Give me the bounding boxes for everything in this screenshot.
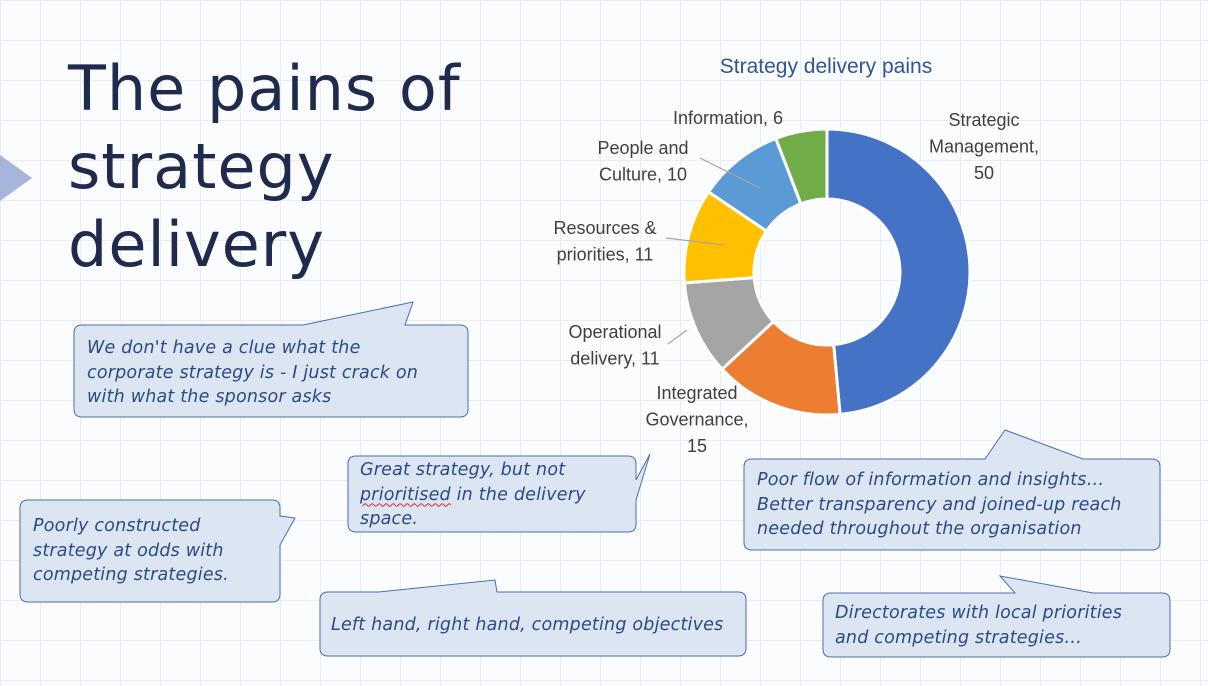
callout-great-line-2: prioritised in the delivery — [360, 483, 586, 508]
callout-flow-line-2: Better transparency and joined-up reach — [757, 494, 1122, 515]
callout-poorly-line-1: Poorly constructed — [33, 516, 201, 536]
data-label-information: Information, 6 — [673, 108, 783, 128]
callout-flow: Poor flow of information and insights… B… — [757, 468, 1122, 542]
callout-left: Left hand, right hand, competing objecti… — [331, 613, 723, 638]
callout-great: Great strategy, but not prioritised in t… — [360, 458, 586, 532]
callout-poorly-line-2: strategy at odds with — [33, 540, 224, 561]
callout-poorly: Poorly constructed strategy at odds with… — [33, 514, 229, 588]
callout-directorates-line-2: and competing strategies… — [835, 627, 1083, 648]
callout-clue-line-3: with what the sponsor asks — [87, 387, 332, 407]
data-label-resources-priorities: Resources &priorities, 11 — [553, 218, 656, 265]
slice-information — [773, 127, 829, 206]
callout-directorates: Directorates with local priorities and c… — [835, 601, 1122, 650]
callout-flow-line-1: Poor flow of information and insights… — [757, 470, 1105, 490]
spellcheck-underlined-word: prioritised — [360, 484, 451, 505]
title-line-2: strategy — [68, 130, 335, 203]
slide-arrow-decoration — [0, 142, 32, 214]
slice-strategic-management — [825, 127, 972, 417]
title-line-1: The pains of — [68, 52, 461, 125]
callout-clue-line-1: We don't have a clue what the — [87, 338, 361, 358]
chart-title: Strategy delivery pains — [720, 55, 932, 78]
callout-great-line-3: space. — [360, 509, 419, 529]
slide-title: The pains of strategy delivery — [68, 50, 461, 284]
callout-great-line-1: Great strategy, but not — [360, 460, 566, 480]
title-line-3: delivery — [68, 208, 325, 281]
callout-directorates-line-1: Directorates with local priorities — [835, 603, 1123, 623]
leader-line-resources-priorities — [665, 237, 725, 246]
callout-poorly-line-3: competing strategies. — [33, 565, 229, 585]
callout-clue: We don't have a clue what the corporate … — [87, 336, 418, 410]
callout-left-line-1: Left hand, right hand, competing objecti… — [331, 615, 724, 635]
leader-line-people-and-culture — [699, 157, 761, 189]
leader-line-operational-delivery — [667, 329, 688, 345]
callout-clue-line-2: corporate strategy is - I just crack on — [87, 362, 419, 383]
callout-great-line-2-rest: in the delivery — [450, 484, 586, 505]
callout-flow-line-3: needed throughout the organisation — [757, 519, 1082, 539]
